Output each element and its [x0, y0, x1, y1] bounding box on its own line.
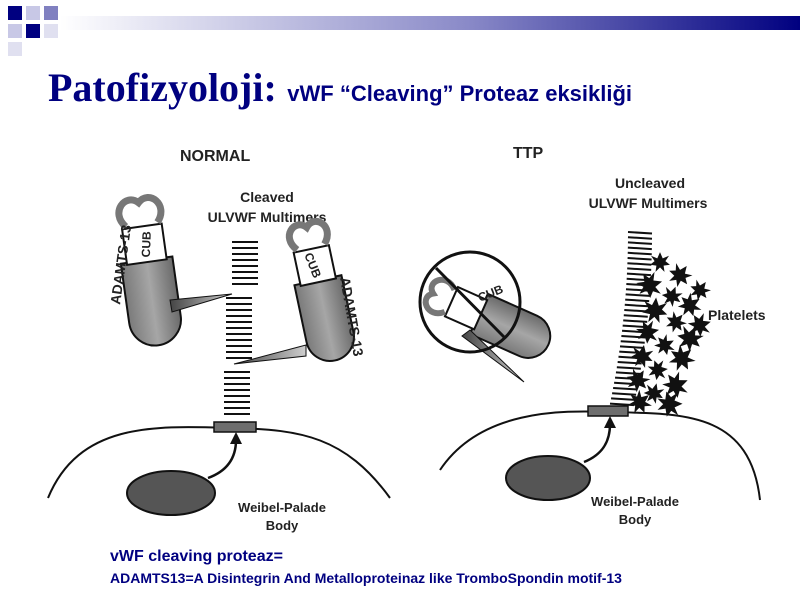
deco-square	[44, 24, 58, 38]
header-decoration	[8, 6, 800, 56]
weibel-label-normal: Weibel-Palade	[238, 500, 326, 515]
cleaved-label-line2: ULVWF Multimers	[208, 209, 327, 225]
uncleaved-label-line1: Uncleaved	[615, 175, 685, 191]
multimer-strand	[620, 340, 645, 344]
membrane-patch-normal	[213, 421, 257, 433]
multimer-strand	[627, 267, 652, 271]
multimer-strand	[619, 345, 645, 349]
adamts13-enzyme-inhibited: CUB	[418, 250, 552, 383]
secretion-arrow-ttp	[583, 423, 612, 464]
footer-definition: vWF cleaving proteaz= ADAMTS13=A Disinte…	[110, 546, 622, 588]
weibel-palade-body-normal	[126, 470, 216, 516]
footer-line-2: ADAMTS13=A Disintegrin And Metalloprotei…	[110, 570, 622, 586]
cleaved-label: ULVWF Multimers	[208, 209, 327, 225]
membrane-patch-ttp	[587, 405, 629, 417]
deco-square	[8, 42, 22, 56]
platelet-cluster	[622, 252, 715, 418]
title-bar	[60, 16, 800, 30]
secretion-arrowhead-normal	[230, 432, 242, 444]
multimer-strand	[626, 272, 652, 277]
multimer-strand	[627, 251, 652, 256]
deco-square	[8, 24, 22, 38]
deco-square	[8, 6, 22, 20]
normal-label: NORMAL	[180, 148, 250, 165]
platelets-label: Platelets	[708, 307, 766, 323]
multimer-strand	[623, 314, 648, 318]
multimer-strand	[627, 236, 653, 240]
cell-membrane-ttp	[439, 410, 761, 501]
title-subtitle: vWF “Cleaving” Proteaz eksikliği	[287, 81, 633, 106]
cleaved-multimer-normal-bottom	[224, 371, 250, 415]
inhibition-circle	[418, 250, 522, 354]
ttp-label: TTP	[513, 145, 544, 162]
multimer-strand	[627, 246, 652, 251]
deco-square	[44, 6, 58, 20]
multimer-strand	[611, 397, 636, 401]
title-main: Patofizyoloji:	[48, 65, 277, 110]
multimer-strand	[616, 366, 641, 370]
protease-needle-left	[169, 293, 233, 313]
multimer-strand	[627, 231, 653, 235]
cleaved-multimer-normal-top	[232, 241, 258, 285]
weibel-label-normal: Body	[266, 518, 299, 533]
weibel-label-ttp: Weibel-Palade	[591, 494, 679, 509]
protease-needle-ttp	[461, 329, 525, 383]
weibel-label-ttp: Body	[619, 512, 652, 527]
multimer-strand	[612, 392, 637, 396]
adamts13-enzyme-left: CUB	[115, 194, 182, 347]
deco-square	[26, 24, 40, 38]
platelet	[657, 391, 683, 417]
multimer-strand	[623, 319, 648, 323]
uncleaved-multimer-ttp	[609, 231, 653, 407]
cleaved-multimer-normal-mid	[226, 297, 252, 359]
uncleaved-label: ULVWF Multimers	[589, 195, 708, 211]
multimer-strand	[625, 293, 650, 297]
cleaved-label: Cleaved	[240, 189, 294, 205]
adamts13-enzyme-right: CUB	[285, 218, 355, 362]
secretion-arrow-normal	[207, 439, 238, 480]
uncleaved-label: Uncleaved	[615, 175, 685, 191]
cub-domain-label: CUB	[139, 231, 154, 258]
footer-line-1: vWF cleaving proteaz=	[110, 548, 283, 565]
multimer-strand	[625, 298, 650, 303]
platelet	[647, 359, 669, 381]
pathophysiology-diagram: NORMAL TTP Cleaved ULVWF Multimers Uncle…	[47, 145, 766, 533]
multimer-strand	[613, 387, 638, 391]
cell-membrane-normal	[47, 426, 391, 499]
multimer-strand	[622, 324, 647, 329]
multimer-strand	[627, 241, 652, 245]
uncleaved-label-line2: ULVWF Multimers	[589, 195, 708, 211]
slide-title: Patofizyoloji: vWF “Cleaving” Proteaz ek…	[48, 64, 632, 111]
multimer-strand	[624, 303, 649, 308]
multimer-strand	[627, 262, 652, 266]
protease-needle-right	[233, 344, 307, 365]
inhibition-slash	[434, 266, 507, 340]
secretion-arrowhead-ttp	[604, 416, 616, 428]
cleaved-label-line1: Cleaved	[240, 189, 294, 205]
deco-square	[26, 6, 40, 20]
platelet	[650, 252, 670, 272]
weibel-palade-body-ttp	[505, 455, 591, 501]
multimer-strand	[627, 257, 652, 261]
